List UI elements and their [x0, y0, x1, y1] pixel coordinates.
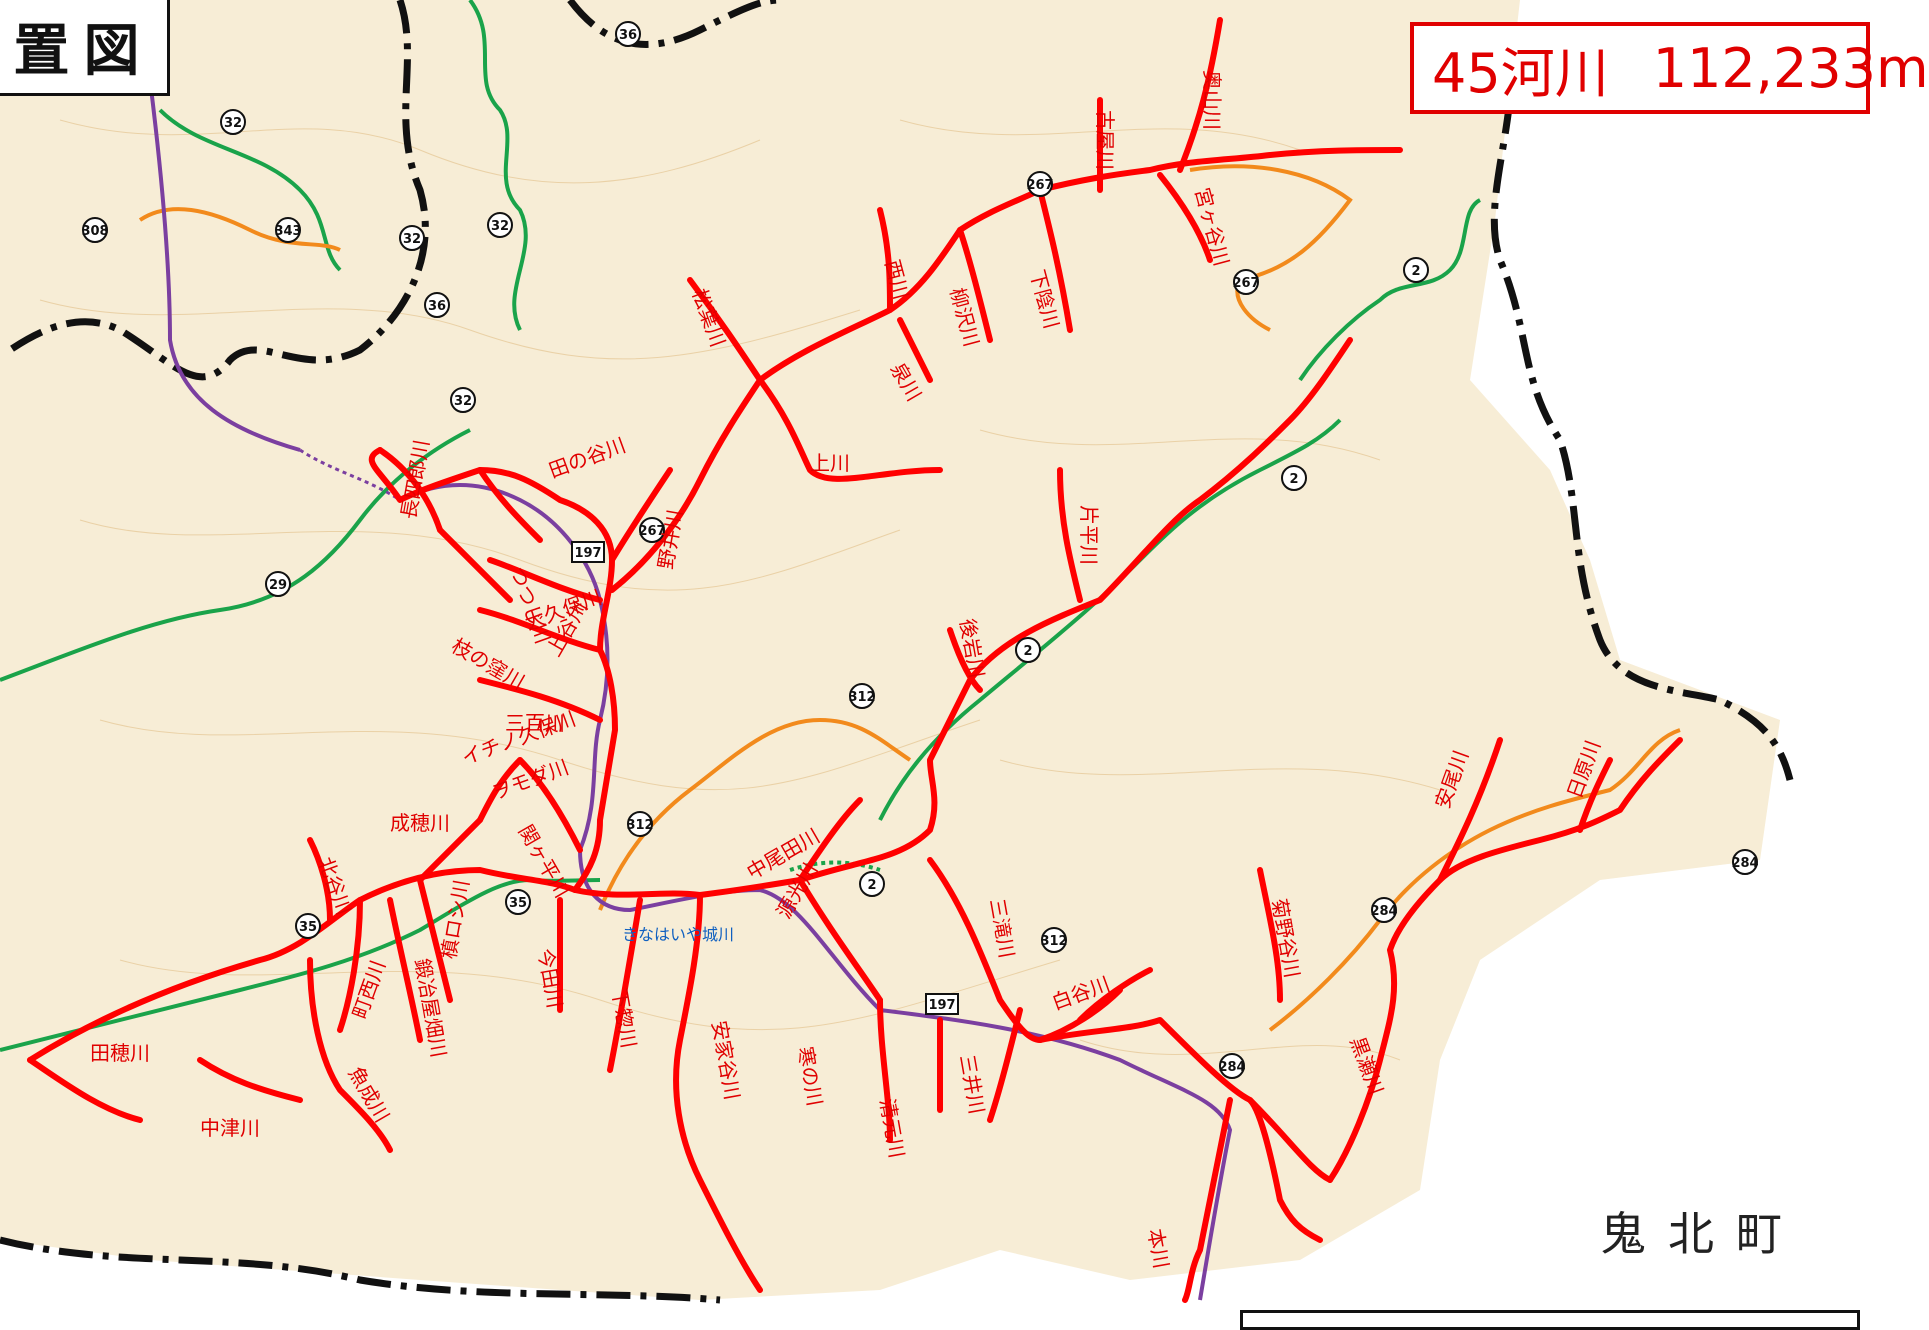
river-segment	[437, 527, 513, 603]
route-number: 29	[269, 578, 287, 593]
river-segment	[1037, 187, 1073, 333]
river-segment	[517, 757, 583, 853]
route-number: 308	[81, 224, 108, 239]
route-number: 284	[1218, 1060, 1245, 1075]
summary-box: 45河川 112,233m	[1410, 22, 1929, 114]
river-count: 45河川	[1432, 41, 1609, 105]
river-label: 古屋川	[1093, 110, 1117, 170]
river-segment	[987, 1007, 1023, 1123]
route-number: 36	[428, 299, 446, 314]
river-segment	[609, 467, 673, 563]
river-segment	[1077, 967, 1153, 1023]
river-segment	[947, 627, 983, 693]
river-lines	[27, 17, 1683, 1303]
bottom-frame	[1240, 1310, 1860, 1330]
route-number: 197	[574, 546, 601, 561]
route-number: 267	[1232, 276, 1259, 291]
river-segment	[877, 997, 893, 1143]
total-length: 112,233m	[1652, 36, 1929, 100]
route-number: 2	[1023, 644, 1032, 659]
river-segment	[673, 892, 763, 1293]
river-label: 上川	[810, 451, 850, 475]
orange-roads	[138, 164, 1681, 1032]
river-segment	[797, 877, 883, 1003]
river-segment	[487, 557, 603, 603]
route-number: 2	[1411, 264, 1420, 279]
river-segment	[607, 897, 643, 1073]
route-number: 267	[638, 524, 665, 539]
river-segment	[387, 897, 423, 1043]
route-number: 32	[491, 219, 509, 234]
river-segment	[477, 677, 603, 723]
river-segment	[1257, 867, 1283, 1003]
route-number: 36	[619, 28, 637, 43]
river-segment	[27, 1057, 143, 1123]
neighbor-town-label: 鬼北町	[1600, 1207, 1804, 1261]
route-shields: 36 32 32 32 36 32 308 343 29 35 35 267 2…	[81, 21, 1759, 1079]
river-segment	[1037, 1017, 1323, 1243]
river-segment	[377, 447, 443, 533]
town-boundary	[0, 0, 1794, 1304]
river-segment	[197, 1057, 303, 1103]
station-label: きなはいや城川	[622, 925, 734, 944]
rail-line	[148, 79, 1233, 1301]
river-segment	[27, 867, 578, 1063]
route-number: 2	[1289, 472, 1298, 487]
river-segment	[477, 607, 603, 653]
map-title: 置図	[0, 0, 170, 96]
route-number: 284	[1370, 904, 1397, 919]
route-number: 343	[274, 224, 301, 239]
route-number: 267	[1026, 178, 1053, 193]
river-label: 田穂川	[90, 1041, 150, 1065]
green-tunnel	[789, 860, 881, 872]
river-segment	[877, 207, 893, 313]
route-number: 35	[509, 896, 527, 911]
river-segment	[797, 337, 1353, 883]
river-map: 36 32 32 32 36 32 308 343 29 35 35 267 2…	[0, 0, 1794, 1304]
river-label: 片平川	[1077, 505, 1101, 565]
route-number: 32	[224, 116, 242, 131]
river-label: 中津川	[200, 1116, 260, 1140]
river-segment	[1577, 757, 1613, 833]
river-segment	[337, 897, 363, 1033]
route-number: 197	[928, 998, 955, 1013]
river-segment	[1157, 172, 1213, 263]
route-number: 312	[626, 818, 653, 833]
river-segment	[417, 817, 483, 883]
route-number: 35	[299, 920, 317, 935]
river-label: 成穂川	[390, 811, 450, 835]
river-label: 奥山川	[1200, 70, 1224, 130]
rail-tunnel	[299, 448, 401, 502]
river-segment	[1177, 17, 1223, 173]
route-number: 284	[1731, 856, 1758, 871]
route-number: 32	[454, 394, 472, 409]
river-segment	[897, 317, 933, 383]
river-segment	[1182, 1097, 1233, 1303]
river-segment	[417, 877, 453, 1003]
river-segment	[687, 277, 763, 383]
river-segment	[957, 227, 993, 343]
route-number: 32	[403, 232, 421, 247]
river-segment	[477, 757, 523, 823]
river-segment	[307, 957, 393, 1153]
route-number: 2	[867, 878, 876, 893]
route-number: 312	[848, 690, 875, 705]
river-segment	[797, 797, 863, 883]
route-number: 312	[1040, 934, 1067, 949]
river-label: 三百川	[505, 711, 565, 735]
river-segment	[1437, 737, 1503, 883]
terrain-contours	[39, 119, 1441, 1061]
river-segment	[1247, 1097, 1333, 1183]
river-segment	[307, 837, 333, 923]
river-segment	[757, 377, 943, 482]
river-segment	[1057, 467, 1083, 603]
river-segment	[477, 467, 543, 543]
river-segment	[927, 857, 1043, 1043]
